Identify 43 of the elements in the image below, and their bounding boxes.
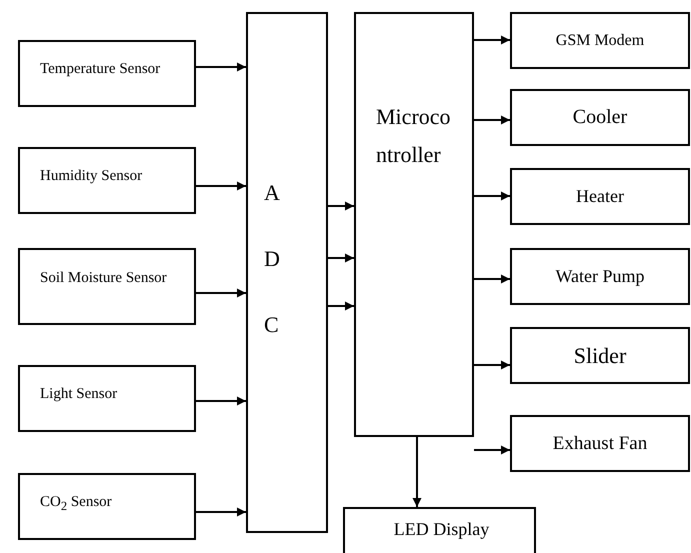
block-box [18, 147, 196, 214]
arrow [328, 254, 354, 262]
arrow [196, 508, 246, 516]
block-box [510, 415, 690, 472]
arrow [474, 192, 510, 200]
block-box [343, 507, 536, 553]
block-box [510, 248, 690, 305]
block-label: GSM Modem [556, 32, 644, 50]
arrow [196, 288, 246, 298]
block-label: A D C [264, 179, 281, 339]
block-label: Heater [576, 186, 624, 207]
block-label: CO$_{2}$ Sensor [40, 493, 113, 515]
arrow [474, 274, 510, 284]
arrow [474, 446, 510, 454]
block-label: Light Sensor [40, 385, 118, 404]
block-box [18, 473, 196, 540]
block-label: Cooler [572, 106, 628, 129]
arrow [412, 437, 422, 507]
block-label: Slider [574, 342, 626, 368]
arrow [474, 360, 510, 370]
block-box [510, 327, 690, 384]
block-label: Microcontroller [376, 103, 452, 169]
block-box [18, 40, 196, 107]
block-label: Temperature Sensor [40, 60, 162, 79]
block-box [18, 365, 196, 432]
arrow [474, 36, 510, 44]
block-box [510, 168, 690, 225]
block-box [510, 89, 690, 146]
block-box [18, 248, 196, 325]
block-box [354, 12, 474, 437]
block-label: Water Pump [555, 266, 645, 287]
block-label: Exhaust Fan [552, 432, 648, 454]
block-label: LED Display [392, 519, 490, 540]
arrow [196, 182, 246, 190]
block-box [510, 12, 690, 69]
arrow [196, 396, 246, 406]
arrow [328, 202, 354, 210]
block-label: Soil Moisture Sensor [40, 269, 168, 288]
block-box [246, 12, 328, 533]
arrow [196, 62, 246, 72]
arrow [328, 302, 354, 310]
block-label: Humidity Sensor [40, 167, 144, 186]
arrow [474, 116, 510, 124]
